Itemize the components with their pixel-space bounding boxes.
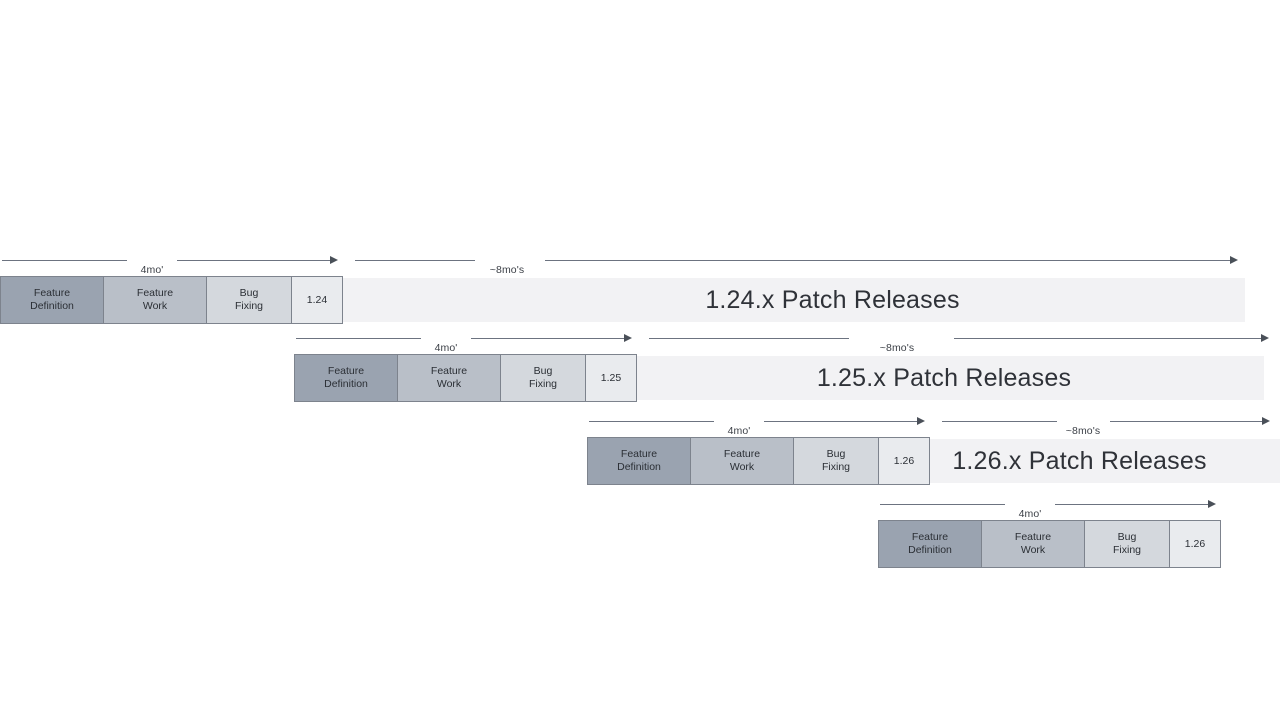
phase-label-line2: Work: [436, 378, 462, 390]
phase-label-line1: Bug: [1117, 531, 1137, 544]
patch-duration-ruler-126: ~8mo's: [942, 409, 1280, 437]
patch-release-label-125: 1.25.x Patch Releases: [816, 363, 1072, 392]
phase-bar-126: Feature Definition Feature Work Bug Fixi…: [587, 437, 930, 485]
phase-label-line2: Work: [142, 300, 168, 312]
phase-label-line2: Fixing: [528, 378, 557, 390]
ruler-segment-right: [177, 260, 332, 261]
phase-feature-definition-126: Feature Definition: [587, 437, 691, 485]
phase-label-line2: Definition: [324, 378, 368, 390]
phase-label-line1: Feature: [911, 531, 949, 544]
version-label: 1.24: [306, 293, 328, 306]
phase-label-line2: Work: [1020, 544, 1046, 556]
phase-feature-work-124: Feature Work: [103, 276, 207, 324]
dev-duration-ruler-126: 4mo': [587, 409, 932, 437]
phase-bug-fixing-126: Bug Fixing: [793, 437, 879, 485]
patch-release-label-126: 1.26.x Patch Releases: [952, 446, 1207, 475]
phase-label-line2: Definition: [617, 461, 661, 473]
phase-bug-fixing-124: Bug Fixing: [206, 276, 292, 324]
arrow-head-icon: [624, 334, 632, 342]
phase-label-line1: Bug: [826, 448, 846, 461]
phase-feature-definition-125: Feature Definition: [294, 354, 398, 402]
phase-label-line2: Definition: [908, 544, 952, 556]
phase-label-line1: Bug: [533, 365, 553, 378]
phase-bar-127: Feature Definition Feature Work Bug Fixi…: [878, 520, 1221, 568]
version-label: 1.26: [893, 454, 915, 467]
ruler-segment-left: [296, 338, 421, 339]
dev-duration-label-126: 4mo': [727, 425, 751, 437]
phase-label-line1: Feature: [136, 287, 174, 300]
phase-label-line2: Definition: [30, 300, 74, 312]
phase-label-line1: Feature: [620, 448, 658, 461]
arrow-head-icon: [917, 417, 925, 425]
release-row-126: 1.26.x Patch Releases 4mo' ~8mo's Featur…: [587, 409, 1280, 493]
ruler-segment-right: [1110, 421, 1265, 422]
arrow-head-icon: [1208, 500, 1216, 508]
phase-label-line1: Feature: [723, 448, 761, 461]
phase-bug-fixing-127: Bug Fixing: [1084, 520, 1170, 568]
ruler-segment-left: [589, 421, 714, 422]
phase-bug-fixing-125: Bug Fixing: [500, 354, 586, 402]
arrow-head-icon: [1230, 256, 1238, 264]
phase-feature-work-125: Feature Work: [397, 354, 501, 402]
dev-duration-label-127: 4mo': [1018, 508, 1042, 520]
arrow-head-icon: [330, 256, 338, 264]
version-label: 1.25: [600, 371, 622, 384]
dev-duration-ruler-124: 4mo': [0, 248, 345, 276]
dev-duration-label-124: 4mo': [140, 264, 164, 276]
phase-version-marker-127: 1.26: [1169, 520, 1221, 568]
ruler-segment-left: [649, 338, 849, 339]
ruler-segment-left: [355, 260, 475, 261]
patch-duration-label-124: ~8mo's: [489, 264, 525, 276]
ruler-segment-right: [764, 421, 919, 422]
patch-duration-ruler-125: ~8mo's: [649, 326, 1279, 354]
arrow-head-icon: [1262, 417, 1270, 425]
ruler-segment-right: [954, 338, 1264, 339]
dev-duration-label-125: 4mo': [434, 342, 458, 354]
phase-feature-work-126: Feature Work: [690, 437, 794, 485]
patch-duration-label-125: ~8mo's: [879, 342, 915, 354]
ruler-segment-right: [545, 260, 1233, 261]
version-label: 1.26: [1184, 537, 1206, 550]
patch-release-label-124: 1.24.x Patch Releases: [705, 285, 960, 314]
phase-label-line2: Work: [729, 461, 755, 473]
ruler-segment-right: [471, 338, 626, 339]
release-row-127: 4mo' Feature Definition Feature Work Bug…: [878, 492, 1280, 576]
ruler-segment-left: [942, 421, 1057, 422]
phase-label-line1: Feature: [327, 365, 365, 378]
phase-label-line2: Fixing: [1112, 544, 1141, 556]
phase-version-marker-126: 1.26: [878, 437, 930, 485]
arrow-head-icon: [1261, 334, 1269, 342]
phase-label-line1: Feature: [33, 287, 71, 300]
phase-label-line2: Fixing: [821, 461, 850, 473]
phase-label-line1: Bug: [239, 287, 259, 300]
release-row-124: 1.24.x Patch Releases 4mo' ~8mo's Featur…: [0, 248, 1280, 332]
phase-bar-124: Feature Definition Feature Work Bug Fixi…: [0, 276, 343, 324]
ruler-segment-left: [880, 504, 1005, 505]
phase-label-line2: Fixing: [234, 300, 263, 312]
phase-feature-work-127: Feature Work: [981, 520, 1085, 568]
phase-bar-125: Feature Definition Feature Work Bug Fixi…: [294, 354, 637, 402]
dev-duration-ruler-125: 4mo': [294, 326, 639, 354]
release-row-125: 1.25.x Patch Releases 4mo' ~8mo's Featur…: [294, 326, 1280, 410]
phase-feature-definition-124: Feature Definition: [0, 276, 104, 324]
phase-version-marker-124: 1.24: [291, 276, 343, 324]
patch-duration-ruler-124: ~8mo's: [355, 248, 1245, 276]
phase-feature-definition-127: Feature Definition: [878, 520, 982, 568]
dev-duration-ruler-127: 4mo': [878, 492, 1223, 520]
ruler-segment-right: [1055, 504, 1210, 505]
ruler-segment-left: [2, 260, 127, 261]
patch-duration-label-126: ~8mo's: [1065, 425, 1101, 437]
phase-label-line1: Feature: [1014, 531, 1052, 544]
phase-label-line1: Feature: [430, 365, 468, 378]
phase-version-marker-125: 1.25: [585, 354, 637, 402]
